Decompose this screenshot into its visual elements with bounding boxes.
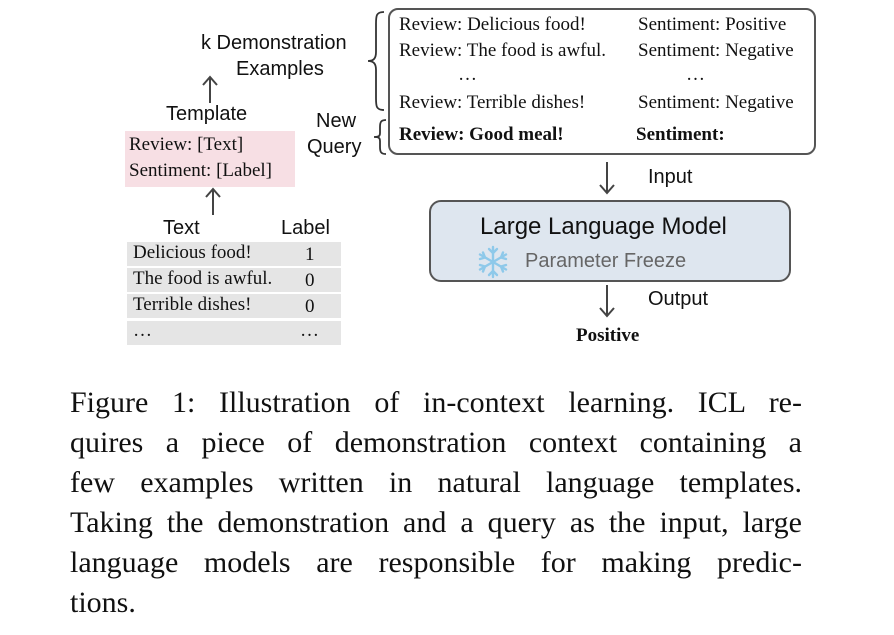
table-row [127, 321, 341, 345]
table-row-label: 1 [305, 244, 315, 265]
input-label: Input [648, 166, 693, 188]
caption-line: tions. [70, 586, 136, 619]
query-sentiment: Sentiment: [636, 124, 725, 145]
demonstration-brace [367, 11, 385, 111]
demo-review: … [458, 64, 477, 85]
label-column-header: Label [281, 217, 330, 239]
llm-box [429, 200, 791, 282]
llm-subtitle: Parameter Freeze [525, 250, 687, 272]
query-review: Review: Good meal! [399, 124, 564, 145]
caption-line: few examples written in natural language… [70, 466, 802, 499]
new-query-label-line2: Query [307, 136, 362, 158]
table-row-text: Terrible dishes! [133, 294, 252, 315]
table-row-text: Delicious food! [133, 242, 252, 263]
k-demonstration-label: k Demonstration [201, 32, 347, 54]
demo-sentiment: Sentiment: Positive [638, 14, 787, 35]
demo-review: Review: Delicious food! [399, 14, 586, 35]
demo-review: Review: Terrible dishes! [399, 92, 586, 113]
table-row-label: 0 [305, 270, 315, 291]
table-row-label: 0 [305, 296, 315, 317]
demo-sentiment: Sentiment: Negative [638, 92, 794, 113]
table-row [127, 242, 341, 266]
new-query-label-line1: New [316, 110, 357, 132]
template-box [125, 131, 295, 187]
text-column-header: Text [163, 217, 200, 239]
caption-line: quires a piece of demonstration context … [70, 426, 802, 459]
table-row-text: The food is awful. [133, 268, 273, 289]
table-row [127, 268, 341, 292]
arrow-up-icon [205, 187, 221, 215]
caption-line: language models are responsible for maki… [70, 546, 802, 579]
demo-sentiment: Sentiment: Negative [638, 40, 794, 61]
table-row-text: … [133, 320, 152, 341]
template-sentiment-text: Sentiment: [Label] [129, 160, 272, 181]
arrow-down-icon [599, 285, 615, 318]
template-label: Template [166, 103, 248, 125]
prediction-output: Positive [576, 325, 640, 346]
arrow-down-icon [599, 162, 615, 195]
llm-title: Large Language Model [480, 213, 727, 240]
examples-label: Examples [236, 58, 324, 80]
caption-line: Figure 1: Illustration of in-context lea… [70, 386, 802, 419]
snowflake-icon [478, 245, 508, 279]
query-brace [373, 119, 387, 155]
demo-sentiment: … [686, 64, 705, 85]
arrow-up-icon [202, 75, 218, 103]
output-label: Output [648, 288, 709, 310]
demo-review: Review: The food is awful. [399, 40, 607, 61]
table-row [127, 294, 341, 318]
table-row-label: … [300, 320, 319, 341]
figure-caption: Figure 1: Illustration of in-context lea… [70, 383, 802, 623]
caption-line: Taking the demonstration and a query as … [70, 506, 802, 539]
demonstration-context-box [388, 8, 816, 155]
template-review-text: Review: [Text] [129, 134, 244, 155]
